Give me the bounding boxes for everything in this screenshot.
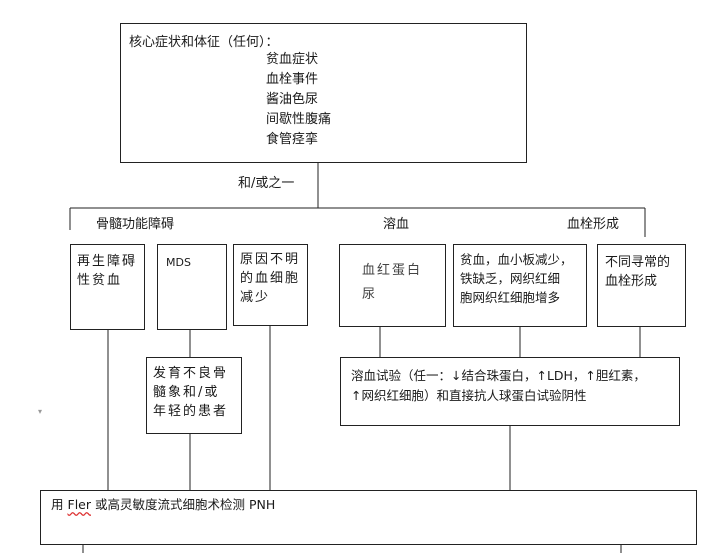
category-hemolysis: 溶血 bbox=[383, 217, 410, 232]
hemoglobinuria-box: 血红蛋白 尿 bbox=[339, 244, 446, 327]
unexplained-cytopenia-box: 原因不明 的血细胞 减少 bbox=[233, 244, 308, 326]
side-marker-icon: ▾ bbox=[38, 407, 43, 416]
core-symptoms-list: 贫血症状 血栓事件 酱油色尿 间歇性腹痛 食管痉挛 bbox=[266, 50, 331, 150]
core-symptoms-box: 核心症状和体征（任何）： 贫血症状 血栓事件 酱油色尿 间歇性腹痛 食管痉挛 bbox=[120, 23, 527, 163]
category-bone-marrow: 骨髓功能障碍 bbox=[96, 217, 175, 232]
pnh-testing-box: 用 Fler 或高灵敏度流式细胞术检测 PNH bbox=[40, 490, 697, 545]
symptom-item: 血栓事件 bbox=[266, 72, 319, 87]
connector-label: 和/或之一 bbox=[238, 176, 295, 191]
hemolysis-test-box: 溶血试验（任一：↓结合珠蛋白，↑LDH，↑胆红素， ↑网织红细胞）和直接抗人球蛋… bbox=[340, 357, 680, 426]
unusual-thrombosis-box: 不同寻常的 血栓形成 bbox=[597, 244, 686, 327]
symptom-item: 间歇性腹痛 bbox=[266, 112, 332, 127]
aplastic-anemia-box: 再生障碍 性贫血 bbox=[70, 244, 145, 330]
symptom-item: 酱油色尿 bbox=[266, 92, 319, 107]
dysplasia-box: 发育不良骨 髓象和/或 年轻的患者 bbox=[146, 357, 242, 434]
category-thrombosis: 血栓形成 bbox=[567, 217, 620, 232]
core-symptoms-title: 核心症状和体征（任何）： bbox=[129, 35, 279, 50]
symptom-item: 食管痉挛 bbox=[266, 132, 319, 147]
anemia-findings-box: 贫血，血小板减少， 铁缺乏，网织红细 胞网织红细胞增多 bbox=[453, 244, 587, 327]
symptom-item: 贫血症状 bbox=[266, 52, 319, 67]
mds-box: MDS bbox=[157, 244, 227, 330]
